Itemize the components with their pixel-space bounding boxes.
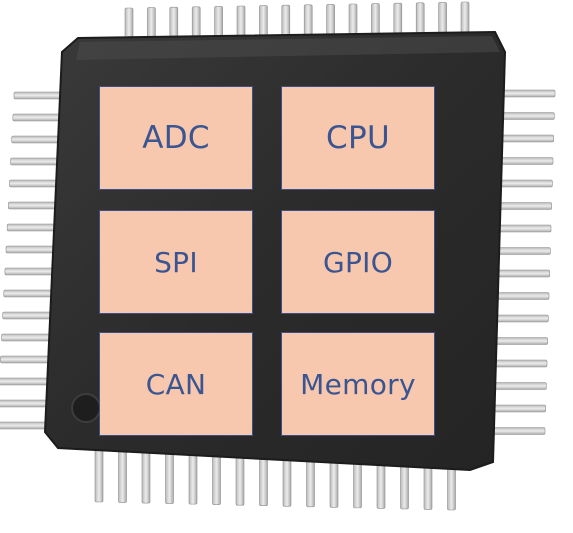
chip-pin [141,448,151,504]
chip-pin [492,382,547,390]
chip-pin [236,5,246,39]
chip-pin [438,2,447,35]
chip-pin [498,179,553,188]
chip-pin [376,461,386,509]
memory-block: Memory [281,332,435,436]
chip-pin [494,292,550,300]
gpio-block: GPIO [281,210,435,314]
chip-body-highlight [76,36,500,60]
chip-pin [303,4,313,38]
memory-label: Memory [300,367,416,401]
chip-pin [500,89,556,98]
cpu-block: CPU [281,86,435,190]
adc-label: ADC [142,120,210,156]
chip-pin [329,459,339,508]
chip-pin [5,245,57,254]
chip-pin [118,447,127,503]
cpu-label: CPU [326,120,390,156]
chip-pin [326,4,335,37]
chip-pin [281,4,291,38]
chip-pin [500,112,555,120]
chip-pin [495,269,550,278]
chip-pin [212,452,221,505]
chip-pin [282,456,292,507]
chip-pin [8,201,59,210]
can-label: CAN [145,367,207,401]
spi-label: SPI [154,245,198,279]
chip-pin [353,460,362,509]
can-block: CAN [99,332,253,436]
chip-pin [124,7,134,41]
chip-pin [498,157,554,165]
chip-pin [499,134,554,143]
spi-block: SPI [99,210,253,314]
pin1-marker-dot [71,393,101,423]
chip-pin [1,333,52,342]
chip-pin [447,465,456,511]
chip-pin [493,337,548,345]
chip-pin [165,449,174,504]
chip-pin [12,113,64,122]
chip-pin [259,5,268,38]
chip-pin [9,179,60,188]
chip-pin [497,202,552,210]
chip-pin [214,6,223,39]
chip-pin [415,2,425,36]
chip-pin [10,157,61,166]
chip-pin [13,91,65,100]
chip-pin [400,463,409,510]
chip-pin [0,377,50,386]
adc-block: ADC [99,86,253,190]
chip-pin [371,3,380,36]
chip-pin [0,355,51,364]
chip-pin [306,457,315,508]
chip-pin [491,404,546,413]
chip-pin [191,6,201,40]
chip-pin [0,399,49,408]
chip-pin [490,427,546,435]
chip-pin [0,421,48,430]
chip-pin [259,455,268,507]
chip-pin [188,451,198,505]
chip-pin [348,3,358,37]
chip-pin [94,445,104,503]
chip-pin [2,311,53,320]
chip-pin [235,453,245,506]
chip-pin [4,267,56,276]
chip-pin [169,6,179,40]
chip-pin [496,247,551,255]
chip-pin [6,223,58,232]
chip-pin [11,135,63,144]
chip-pin [393,2,403,36]
chip-pin [494,314,549,323]
chip-pin [496,224,552,233]
gpio-label: GPIO [322,245,394,279]
chip-pin [460,1,470,35]
chip-pin [3,289,55,298]
chip-pin [492,359,548,368]
chip-pin [423,464,433,510]
chip-pin [147,7,156,40]
